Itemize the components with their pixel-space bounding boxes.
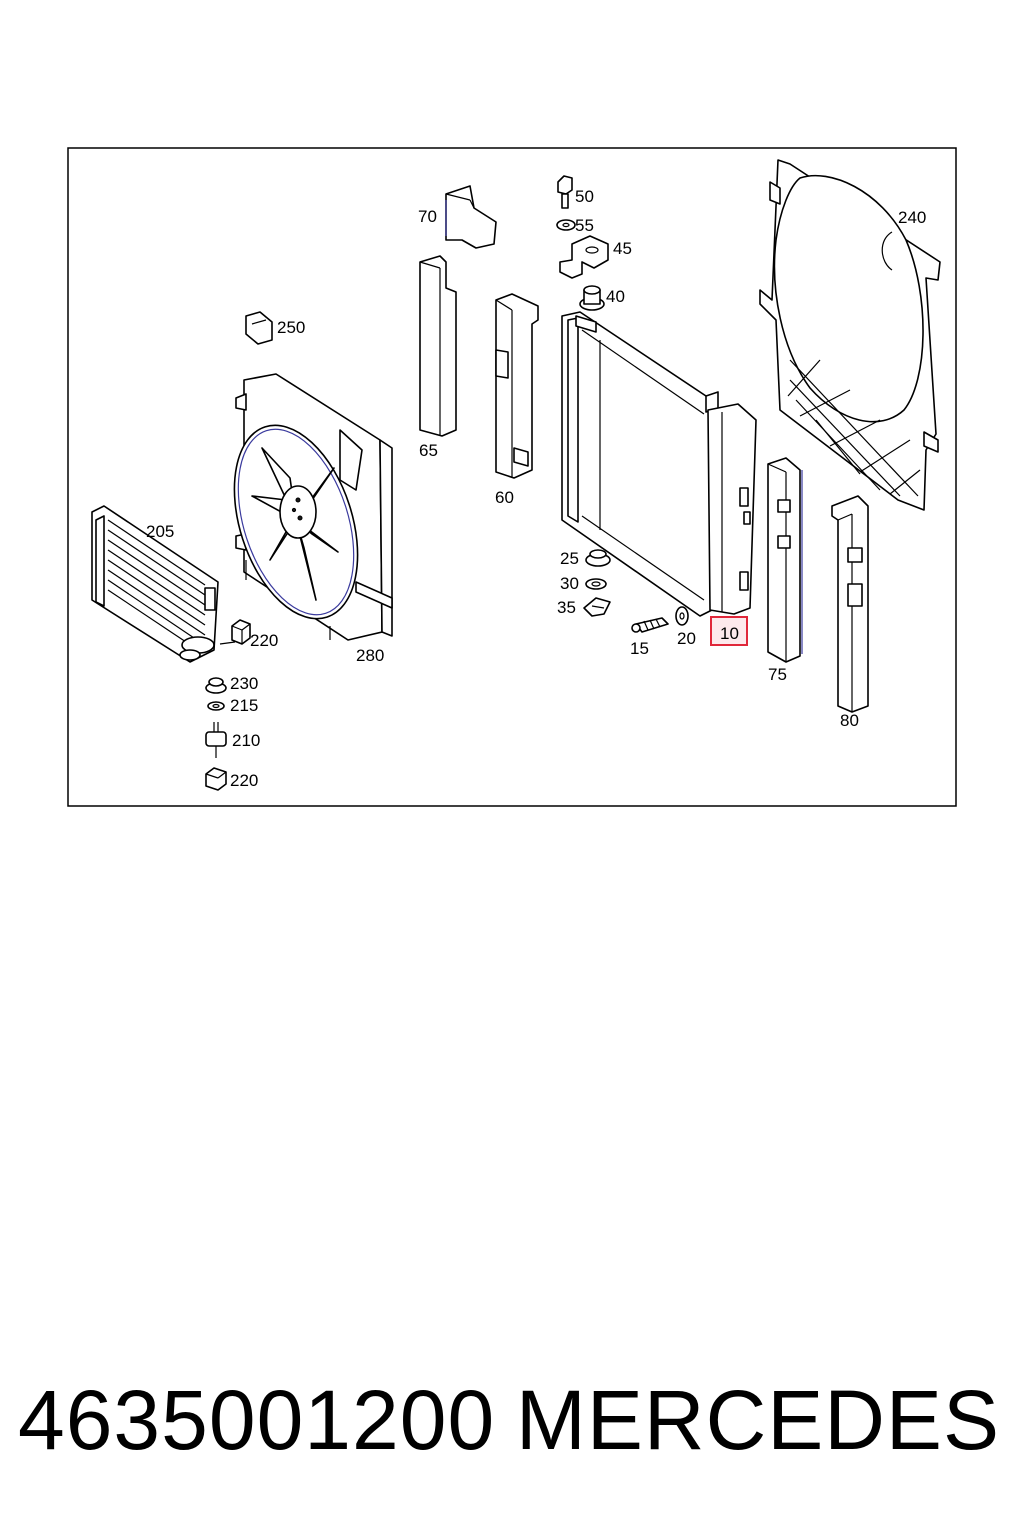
label-part-220-lower[interactable]: 220 — [230, 771, 258, 790]
label-part-280[interactable]: 280 — [356, 646, 384, 665]
label-part-70[interactable]: 70 — [418, 207, 437, 226]
part-35-clip[interactable] — [583, 597, 611, 617]
part-labels: 10 15 20 25 30 35 40 45 50 55 60 65 70 7… — [146, 187, 926, 790]
product-footer: 4635001200 MERCEDES — [0, 1370, 1024, 1480]
part-25-grommet[interactable] — [585, 549, 611, 567]
label-part-210[interactable]: 210 — [232, 731, 260, 750]
part-20-seal-ring[interactable] — [675, 606, 689, 626]
label-part-20[interactable]: 20 — [677, 629, 696, 648]
label-part-50[interactable]: 50 — [575, 187, 594, 206]
label-part-15[interactable]: 15 — [630, 639, 649, 658]
part-280-fan-shroud[interactable] — [212, 373, 393, 641]
part-10-radiator[interactable] — [561, 311, 757, 617]
label-part-215[interactable]: 215 — [230, 696, 258, 715]
part-80-seal-strip[interactable] — [831, 495, 869, 713]
label-part-25[interactable]: 25 — [560, 549, 579, 568]
label-part-10[interactable]: 10 — [720, 624, 739, 643]
diagram-frame — [67, 147, 957, 807]
part-65-seal-strip[interactable] — [419, 255, 457, 437]
part-215-washer[interactable] — [207, 701, 225, 711]
part-55-washer[interactable] — [556, 219, 576, 231]
label-part-30[interactable]: 30 — [560, 574, 579, 593]
part-40-rubber-buffer[interactable] — [579, 285, 605, 311]
label-part-45[interactable]: 45 — [613, 239, 632, 258]
label-part-55[interactable]: 55 — [575, 216, 594, 235]
part-50-bolt[interactable] — [557, 175, 573, 209]
label-part-250[interactable]: 250 — [277, 318, 305, 337]
highlight-box-part-10 — [710, 616, 748, 646]
part-70-bracket[interactable] — [445, 185, 497, 249]
part-220-nut-upper[interactable] — [231, 619, 251, 645]
part-75-seal-strip[interactable] — [767, 457, 803, 663]
label-part-35[interactable]: 35 — [557, 598, 576, 617]
brand-name: MERCEDES — [515, 1373, 1000, 1467]
label-part-80[interactable]: 80 — [840, 711, 859, 730]
label-part-40[interactable]: 40 — [606, 287, 625, 306]
label-part-205[interactable]: 205 — [146, 522, 174, 541]
part-45-bracket[interactable] — [559, 235, 609, 279]
label-part-230[interactable]: 230 — [230, 674, 258, 693]
part-205-condenser[interactable] — [91, 505, 236, 663]
label-part-220-upper[interactable]: 220 — [250, 631, 278, 650]
part-number: 4635001200 — [18, 1373, 496, 1467]
part-240-fan-cowl[interactable] — [759, 159, 941, 511]
part-250-clip[interactable] — [245, 311, 273, 345]
part-210-rubber-mount[interactable] — [205, 722, 227, 758]
label-part-65[interactable]: 65 — [419, 441, 438, 460]
label-part-240[interactable]: 240 — [898, 208, 926, 227]
part-30-washer[interactable] — [585, 578, 607, 590]
part-60-seal-strip[interactable] — [495, 293, 539, 479]
part-15-drain-plug[interactable] — [631, 617, 669, 633]
label-part-75[interactable]: 75 — [768, 665, 787, 684]
part-230-grommet[interactable] — [205, 677, 227, 694]
label-part-60[interactable]: 60 — [495, 488, 514, 507]
part-220-nut-lower[interactable] — [205, 767, 227, 791]
